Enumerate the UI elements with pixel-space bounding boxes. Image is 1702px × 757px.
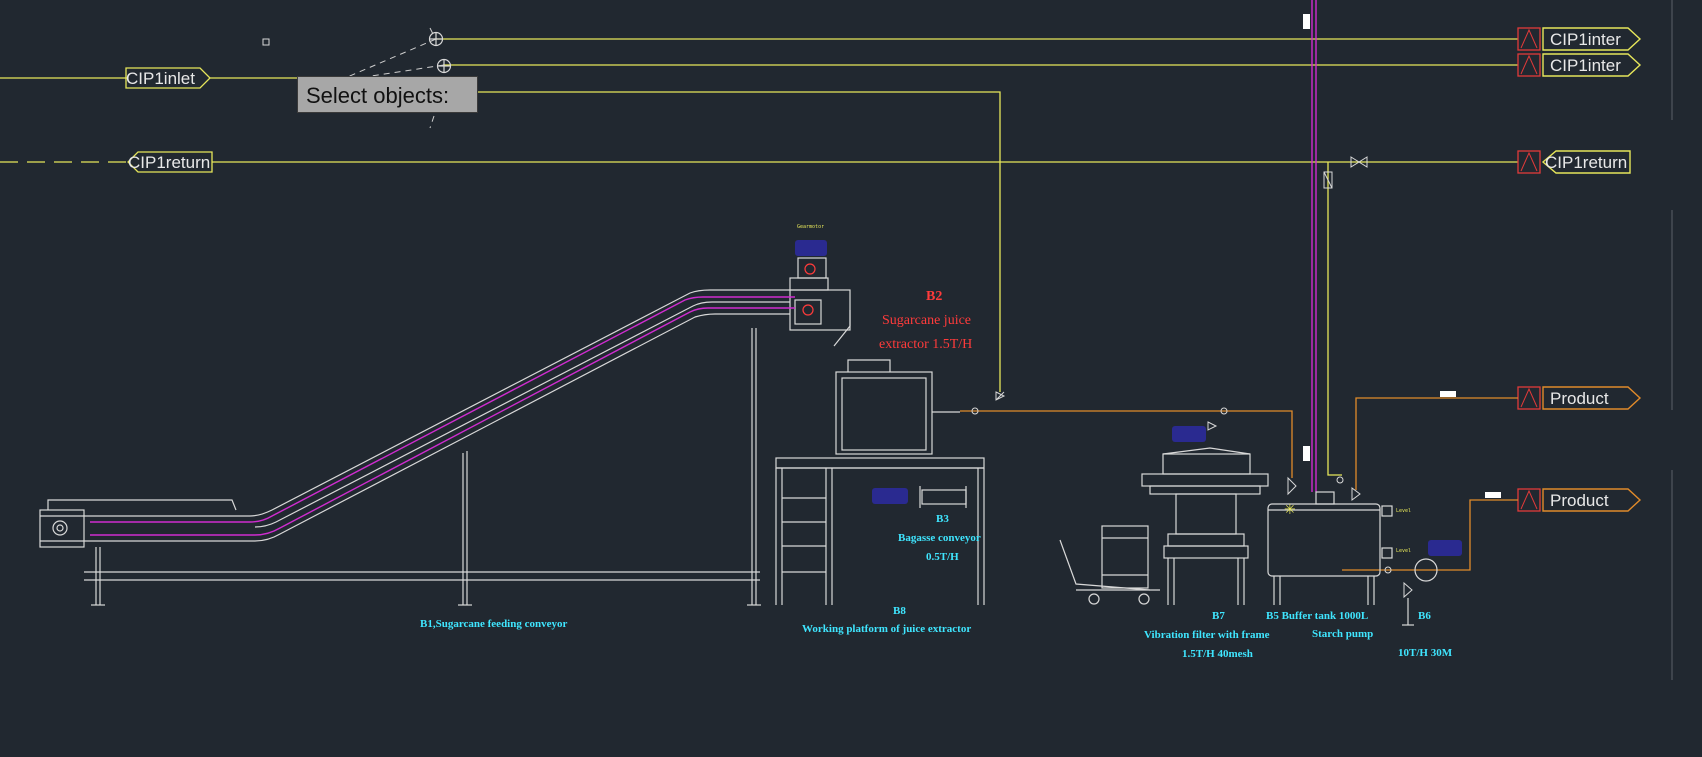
vibration-filter: [1059, 447, 1269, 605]
motor-badge-icon: [1172, 426, 1206, 442]
valve-icon[interactable]: [971, 391, 1413, 599]
connector-label: CIP1inter: [1550, 56, 1621, 75]
pipe-marker: [1303, 446, 1310, 461]
connector-tag-glyph: [1520, 387, 1538, 408]
pipe-marker: [1485, 492, 1501, 498]
select-objects-tooltip: Select objects:: [297, 76, 478, 113]
connector-cip1return[interactable]: CIP1return: [1517, 150, 1631, 174]
connector-label: CIP1return: [1545, 153, 1627, 172]
magenta-pipe: [1311, 0, 1317, 492]
connector-arrow: [1542, 53, 1642, 77]
svg-text:✳: ✳: [1284, 501, 1296, 517]
product-line: [960, 397, 1518, 571]
connector-label: Product: [1550, 491, 1609, 510]
svg-text:Level: Level: [1396, 548, 1411, 554]
connector-cip1inter[interactable]: CIP1inter: [1517, 27, 1642, 51]
pickbox-icon: [262, 38, 270, 46]
pipe-marker: [1303, 14, 1310, 29]
connector-arrow: [1541, 150, 1631, 174]
pump-label: Starch pump: [1312, 628, 1373, 640]
svg-text:extractor 1.5T/H: extractor 1.5T/H: [879, 337, 972, 352]
bagasse-label: Bagasse conveyor: [898, 532, 981, 544]
grip-circles[interactable]: [428, 31, 452, 74]
connector-label: CIP1inter: [1550, 30, 1621, 49]
connector-tag-glyph: [1520, 489, 1538, 510]
feeding-conveyor: [39, 257, 851, 606]
motor-badge-icon: Gearmotor: [795, 224, 827, 316]
connector-tag: [1517, 150, 1541, 174]
cip-inlet-connector[interactable]: CIP1inlet: [125, 67, 211, 89]
selection-rubber-band: [344, 27, 445, 129]
platform-code: B8: [893, 605, 906, 617]
connector-tag-glyph: [1520, 54, 1538, 75]
connector-arrow: [1542, 488, 1642, 512]
filter-code: B7: [1212, 610, 1225, 622]
connector-arrow: [1542, 386, 1642, 410]
conveyor-belt-highlight: [90, 296, 795, 536]
cip-lines: [0, 38, 1518, 476]
motor-badge-icon: [872, 488, 908, 504]
connector-cip1inter[interactable]: CIP1inter: [1517, 53, 1642, 77]
filter-label: Vibration filter with frame: [1144, 629, 1270, 641]
buffer-tank-label: B5 Buffer tank 1000L: [1266, 610, 1368, 622]
svg-text:Sugarcane juice: Sugarcane juice: [882, 313, 971, 328]
juice-extractor: [775, 359, 985, 605]
platform-label: Working platform of juice extractor: [802, 623, 971, 635]
valve-icon[interactable]: [1323, 156, 1368, 189]
connector-product[interactable]: Product: [1517, 488, 1642, 512]
connector-tag-glyph: [1520, 151, 1538, 172]
buffer-tank: [1267, 491, 1438, 626]
cip-return-label-left: CIP1return: [128, 153, 210, 172]
filter-spec: 1.5T/H 40mesh: [1182, 648, 1253, 660]
svg-text:Gearmotor: Gearmotor: [797, 224, 824, 230]
bagasse-code: B3: [936, 513, 949, 525]
bagasse-capacity: 0.5T/H: [926, 551, 959, 563]
svg-text:Level: Level: [1396, 508, 1411, 514]
connector-tag: [1517, 27, 1541, 51]
cip-return-connector-left[interactable]: CIP1return: [127, 151, 213, 173]
pipe-marker: [1440, 391, 1456, 397]
connector-tag-glyph: [1520, 28, 1538, 49]
connector-label: Product: [1550, 389, 1609, 408]
pump-spec: 10T/H 30M: [1398, 647, 1453, 659]
feeding-conveyor-label: B1,Sugarcane feeding conveyor: [420, 618, 567, 630]
pump-code: B6: [1418, 610, 1431, 622]
svg-text:B2: B2: [926, 289, 942, 304]
connector-product[interactable]: Product: [1517, 386, 1642, 410]
connector-arrow: [1542, 27, 1642, 51]
cip-inlet-label: CIP1inlet: [126, 69, 195, 88]
connector-tag: [1517, 53, 1541, 77]
motor-badge-icon: Level Level ✳: [1284, 501, 1462, 556]
equipment-labels: B1,Sugarcane feeding conveyor B3 Bagasse…: [420, 513, 1453, 660]
extractor-label: B2 Sugarcane juice extractor 1.5T/H: [879, 289, 972, 352]
